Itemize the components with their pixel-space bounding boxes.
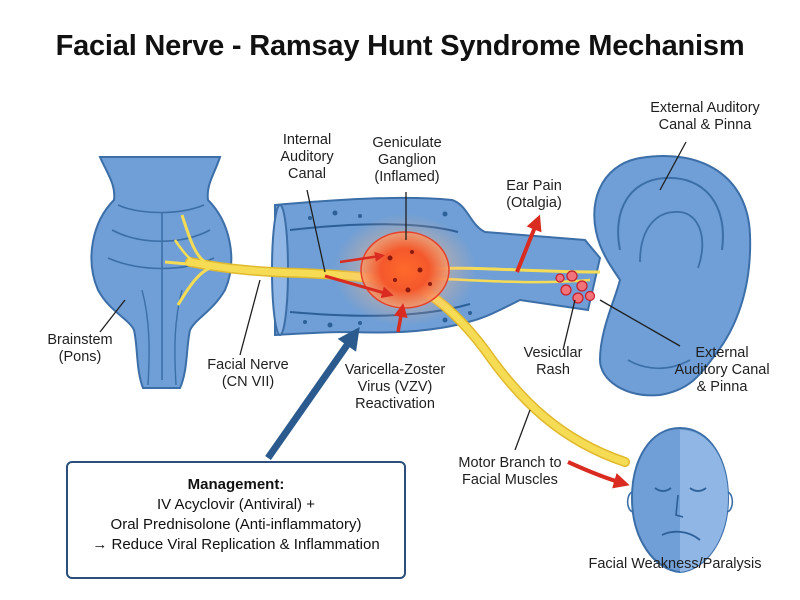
label-ear-pain: Ear Pain(Otalgia) bbox=[506, 178, 562, 211]
label-facial-weakness: Facial Weakness/Paralysis bbox=[588, 556, 762, 572]
label-facial-nerve: Facial Nerve(CN VII) bbox=[207, 357, 289, 390]
management-line: Oral Prednisolone (Anti-inflammatory) bbox=[110, 516, 362, 533]
face-illustration bbox=[626, 426, 734, 574]
management-box: Management: IV Acyclovir (Antiviral) + O… bbox=[66, 461, 406, 579]
otalgia-arrow bbox=[515, 214, 542, 273]
inflammation-arrow-upper bbox=[339, 251, 385, 264]
management-line: IV Acyclovir (Antiviral) + bbox=[157, 496, 315, 513]
management-arrow bbox=[265, 326, 360, 461]
page-title: Facial Nerve - Ramsay Hunt Syndrome Mech… bbox=[55, 30, 745, 62]
vzv-arrow bbox=[393, 303, 408, 333]
brainstem bbox=[90, 156, 233, 389]
management-title: Management: bbox=[187, 476, 285, 493]
management-line: → Reduce Viral Replication & Inflammatio… bbox=[92, 536, 380, 553]
label-brainstem: Brainstem(Pons) bbox=[47, 332, 113, 365]
vesicular-rash bbox=[555, 270, 596, 304]
paralysis-arrow bbox=[567, 460, 630, 489]
inflammation-arrow-lower bbox=[324, 274, 394, 299]
geniculate-ganglion bbox=[333, 214, 477, 326]
red-arrows bbox=[324, 214, 630, 489]
leader-lines bbox=[99, 141, 687, 451]
